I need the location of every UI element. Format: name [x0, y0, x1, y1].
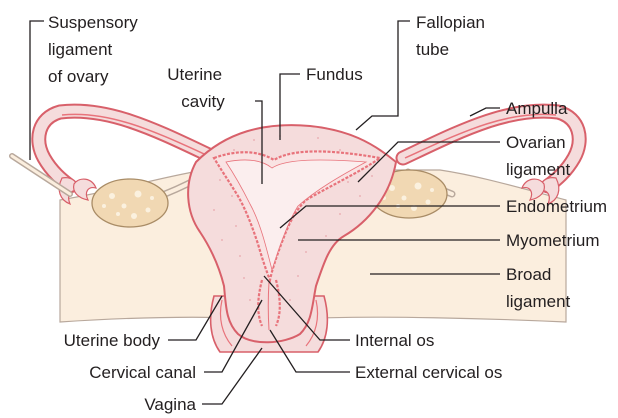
- label-myometrium: Myometrium: [506, 231, 600, 250]
- label-ampulla: Ampulla: [506, 99, 568, 118]
- label-vagina: Vagina: [144, 395, 196, 414]
- label-external-cervical-os: External cervical os: [355, 363, 502, 382]
- label-uterine-body: Uterine body: [64, 331, 161, 350]
- label-cervical-canal: Cervical canal: [89, 363, 196, 382]
- left-fallopian-tube: [31, 103, 223, 194]
- right-fallopian-tube: [395, 103, 587, 194]
- label-uterine-cavity: Uterine cavity: [167, 65, 227, 111]
- label-endometrium: Endometrium: [506, 197, 607, 216]
- label-ovarian-ligament: Ovarian ligament: [506, 133, 571, 179]
- label-fundus: Fundus: [306, 65, 363, 84]
- right-fimbriae: [521, 177, 560, 206]
- cervical-canal-shape: [257, 279, 281, 327]
- uterine-cavity-shape: [225, 159, 368, 272]
- label-fallopian-tube: Fallopian tube: [416, 13, 490, 59]
- label-broad-ligament: Broad ligament: [506, 265, 571, 311]
- label-internal-os: Internal os: [355, 331, 434, 350]
- left-ovary: [91, 178, 169, 228]
- label-suspensory-ligament: Suspensory ligament of ovary: [48, 13, 143, 86]
- leader-lines: [29, 20, 500, 405]
